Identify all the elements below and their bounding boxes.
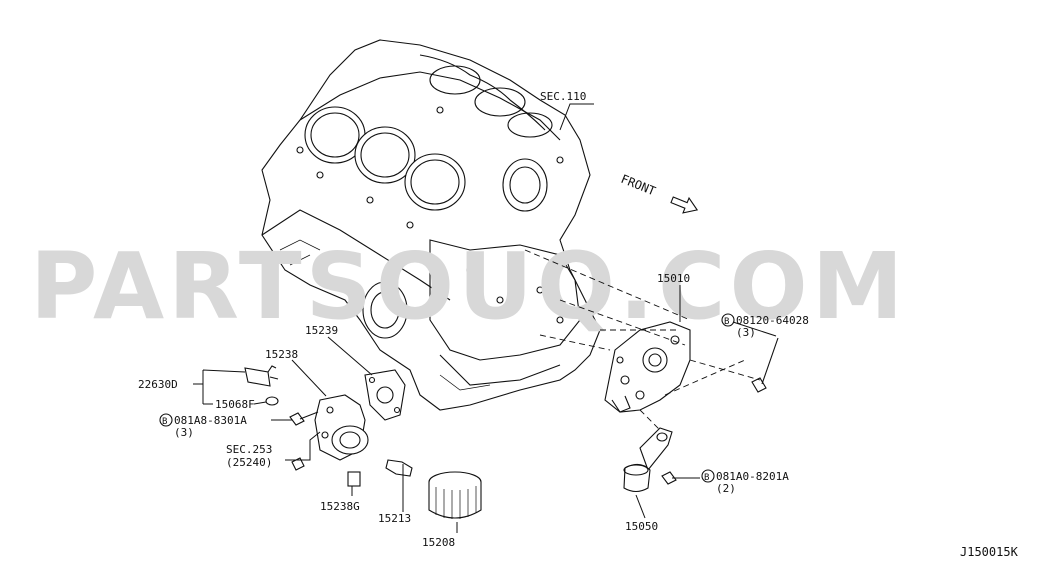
label-bolt-b-qty: (3)	[174, 426, 194, 439]
bolt-marker-b-text: B	[162, 417, 167, 427]
label-sec253-ref: (25240)	[226, 456, 272, 469]
label-15050: 15050	[625, 520, 658, 533]
diagram-code: J150015K	[960, 545, 1019, 559]
leader-lines	[193, 103, 777, 533]
label-bolt-c: 081A0-8201A	[716, 470, 789, 483]
washer	[265, 396, 279, 406]
connector-bolt	[385, 459, 413, 512]
oil-strainer	[623, 427, 673, 493]
bolt-strainer	[661, 471, 700, 485]
filter-bracket	[364, 369, 406, 421]
bolt-marker-a	[721, 313, 735, 327]
label-15208: 15208	[422, 536, 455, 549]
filter-housing	[314, 394, 369, 461]
watermark: PARTSOUQ.COM	[30, 233, 907, 340]
label-22630d: 22630D	[138, 378, 178, 391]
label-15238g: 15238G	[320, 500, 360, 513]
front-label: FRONT	[619, 172, 658, 199]
label-bolt-b: 081A8-8301A	[174, 414, 247, 427]
label-15010: 15010	[657, 272, 690, 285]
label-15213: 15213	[378, 512, 411, 525]
bolt-housing	[289, 411, 319, 426]
oil-filter	[428, 471, 482, 519]
label-sec253: SEC.253	[226, 443, 272, 456]
label-bolt-c-qty: (2)	[716, 482, 736, 495]
label-sec110: SEC.110	[540, 90, 586, 103]
bolt-marker-c	[701, 469, 715, 483]
assembly-lines	[524, 249, 761, 431]
label-bolt-a: 08120-64028	[736, 314, 809, 327]
bolt-pump	[751, 337, 779, 393]
oil-pressure-switch	[244, 365, 279, 387]
bolt-marker-b	[159, 413, 173, 427]
label-bolt-a-qty: (3)	[736, 326, 756, 339]
label-15068f: 15068F	[215, 398, 255, 411]
bolt-marker-c-text: B	[704, 473, 709, 483]
label-15238: 15238	[265, 348, 298, 361]
oil-pump	[604, 321, 691, 413]
label-15239: 15239	[305, 324, 338, 337]
plug	[347, 471, 361, 487]
engine-block	[261, 39, 601, 411]
front-arrow: FRONT	[619, 172, 699, 214]
bolt-marker-a-text: B	[724, 317, 729, 327]
fitting-icon	[291, 457, 305, 471]
